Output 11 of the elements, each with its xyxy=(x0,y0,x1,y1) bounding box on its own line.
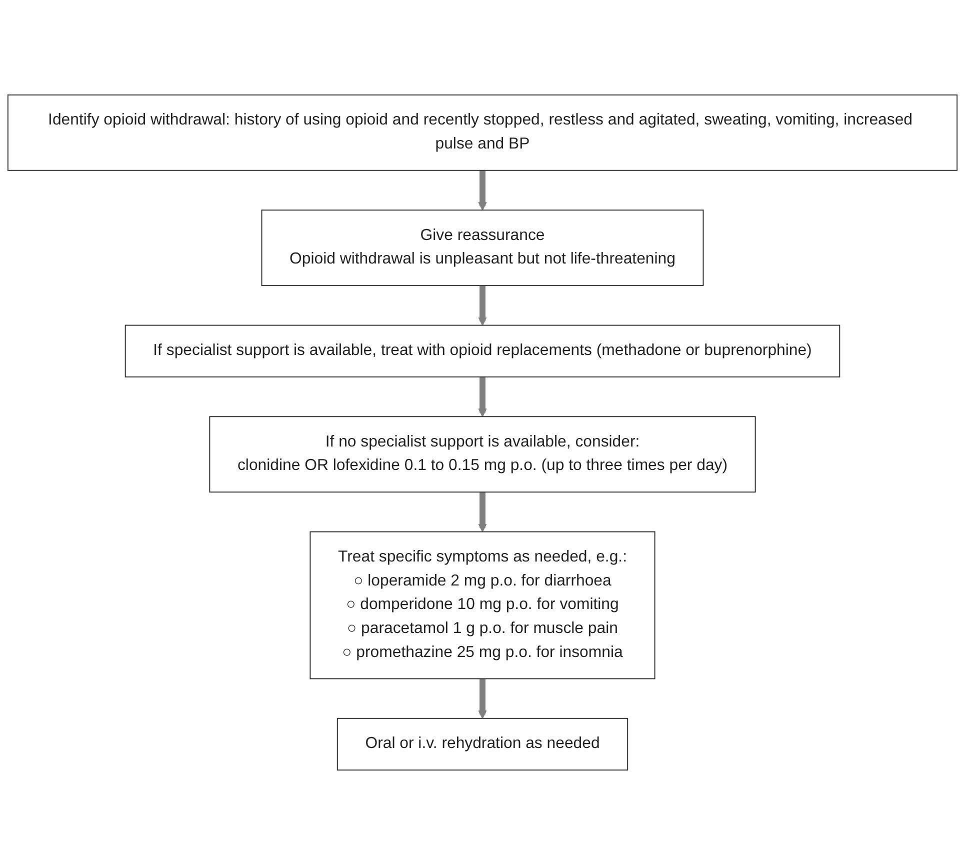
node-box: Give reassurance Opioid withdrawal is unpleasant but not life-threatening xyxy=(261,210,704,286)
node-box: Treat specific symptoms as needed, e.g.: ○ loperamide 2 mg p.o. for diarrhoea ○ domperidone 10 mg p.o. for vomiting ○ paracetamol 1 g p.o. for muscle pain ○ promethazine 25 mg p.o. for insomnia xyxy=(310,531,656,680)
node-box: Identify opioid withdrawal: history of using opioid and recently stopped, restless and agitated, sweating, vomiting, increased pulse and BP xyxy=(7,94,958,171)
node-box: Oral or i.v. rehydration as needed xyxy=(336,718,628,771)
arrow xyxy=(478,286,487,326)
arrow xyxy=(478,492,487,532)
node-box: If no specialist support is available, consider: clonidine OR lofexidine 0.1 to 0.15 mg p.o. (up to three times per day) xyxy=(209,416,756,493)
arrow xyxy=(478,376,487,417)
node-box: If specialist support is available, treat with opioid replacements (methadone or buprenorphine) xyxy=(124,324,840,378)
arrow xyxy=(478,678,487,719)
arrow xyxy=(478,170,487,210)
